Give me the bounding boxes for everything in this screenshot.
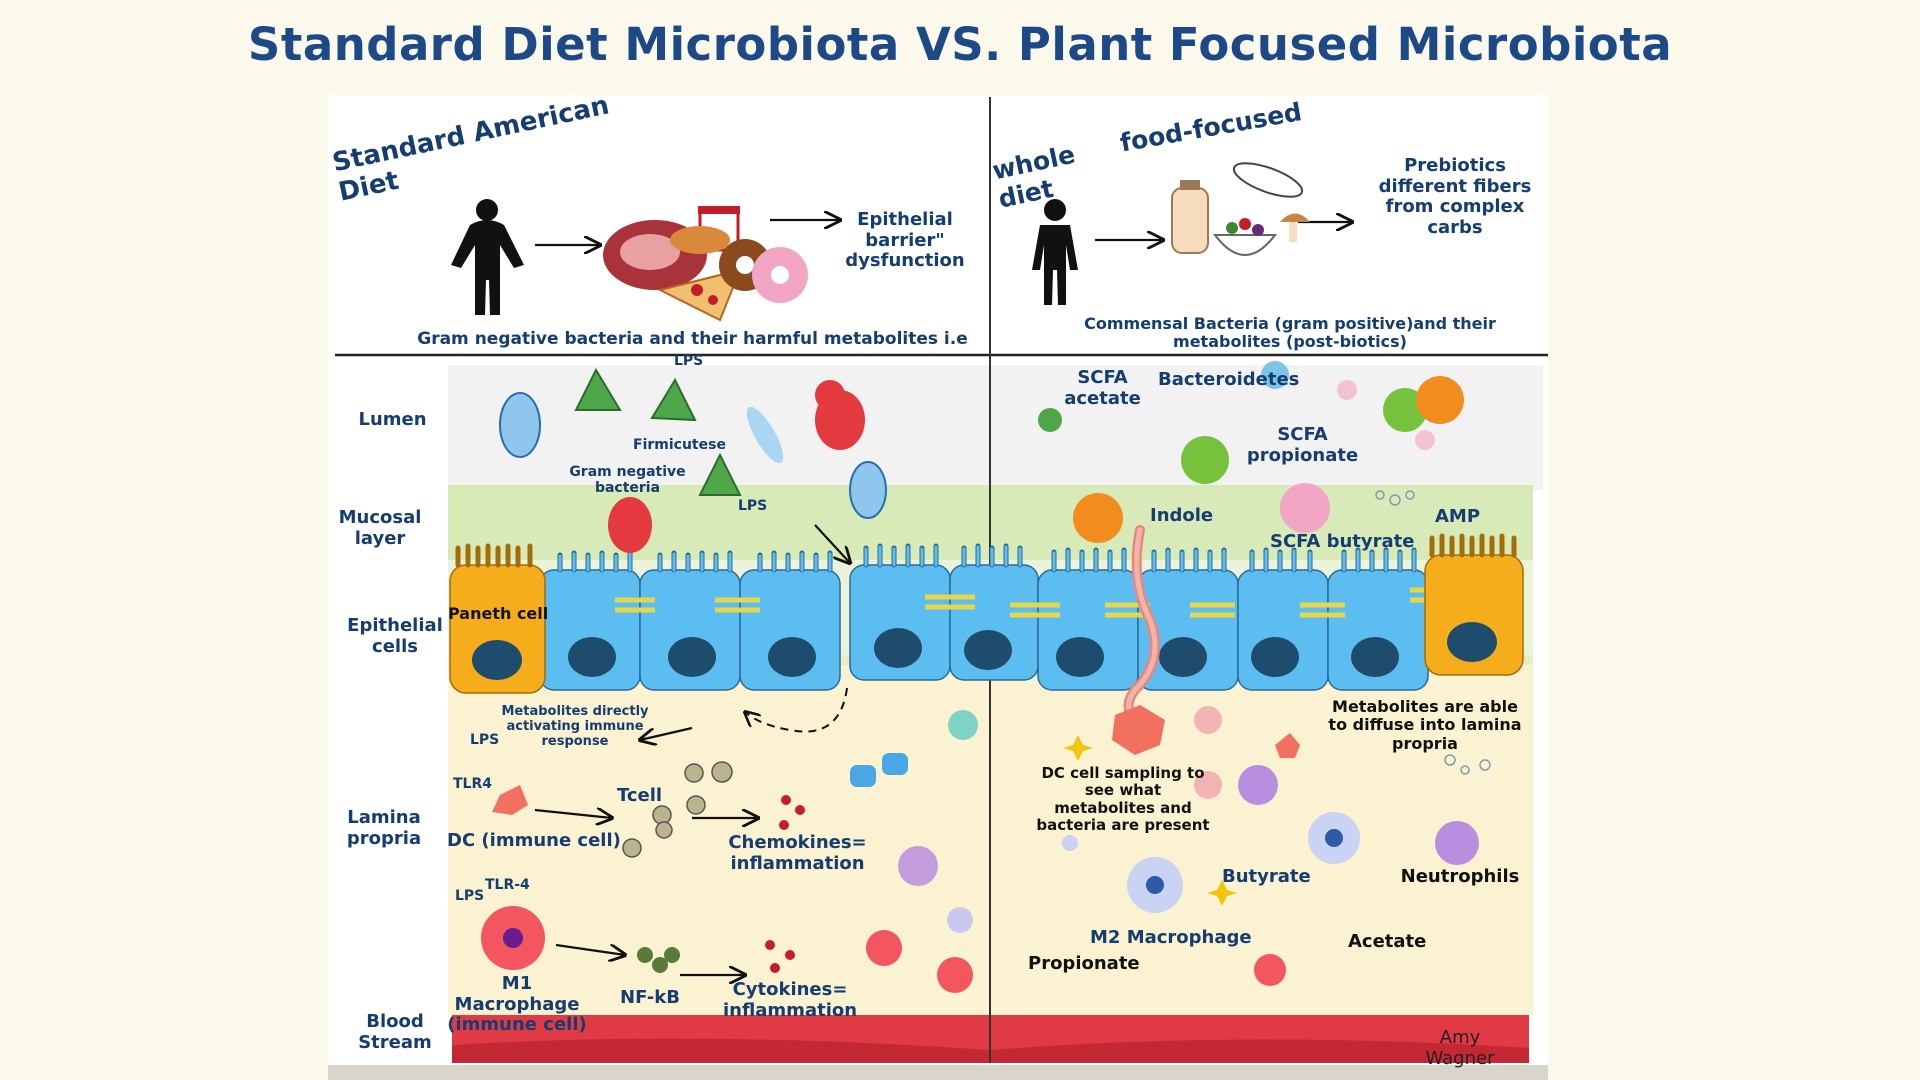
chemokines-label: Chemokines= inflammation [728, 832, 867, 874]
firmicutes-label: Firmicutese [633, 437, 726, 453]
amp-label: AMP [1435, 506, 1481, 527]
paneth-cell-label: Paneth cell [448, 604, 549, 623]
metabolites-diffuse-label: Metabolites are able to diffuse into lam… [1328, 697, 1522, 753]
bacteroidetes-label: Bacteroidetes [1158, 369, 1300, 390]
m1-macrophage-left [481, 906, 545, 970]
propionate-label: Propionate [1028, 953, 1140, 974]
lps-lamina-label: LPS [470, 732, 500, 748]
lamina-propria-label: Lamina propria [346, 807, 422, 849]
metabolite-bubbles [1375, 490, 1491, 775]
commensal-bacteria-right [1038, 361, 1464, 543]
paneth-cell-left [449, 543, 546, 694]
metabolites-activating-label: Metabolites directly activating immune r… [501, 704, 649, 749]
dc-immune-cell-label: DC (immune cell) [447, 830, 621, 851]
tcells-left [622, 761, 733, 858]
dc-immune-cell-left [492, 785, 528, 815]
gram-negative-label: Gram negative bacteria [569, 464, 686, 497]
prebiotics-label: Prebiotics different fibers from complex… [1378, 155, 1532, 239]
scfa-propionate-label: SCFA propionate [1246, 424, 1359, 466]
paneth-cell-right [1424, 533, 1524, 676]
page-title: Standard Diet Microbiota VS. Plant Focus… [247, 18, 1673, 71]
nfkb-label: NF-kB [620, 987, 680, 1008]
epithelial-barrier-dysfunction: Epithelial barrier" dysfunction [845, 209, 965, 272]
lamina-cells-left [850, 710, 978, 993]
scfa-butyrate-label: SCFA butyrate [1270, 531, 1415, 552]
lumen-region [448, 365, 1543, 490]
butyrate-label: Butyrate [1222, 866, 1311, 887]
tlr4-label: TLR4 [453, 776, 492, 792]
commensal-caption: Commensal Bacteria (gram positive)and th… [1084, 314, 1496, 352]
lamina-cells-right [1062, 706, 1479, 986]
lamina-arrows [534, 524, 850, 975]
blood-stream-label: Blood Stream [358, 1011, 432, 1053]
chemokine-stars [765, 795, 805, 973]
dc-sampling-label: DC cell sampling to see what metabolites… [1036, 764, 1210, 834]
whole-food-icon [1171, 162, 1310, 256]
cell-nuclei [568, 628, 1399, 677]
scfa-acetate-label: SCFA acetate [1064, 367, 1141, 409]
person-right [1032, 199, 1078, 305]
lps-macrophage-label: LPS [455, 888, 485, 904]
sparkles [1063, 735, 1237, 906]
cytokines-label: Cytokines= inflammation [722, 979, 858, 1021]
m2-macrophage-label: M2 Macrophage [1090, 927, 1252, 948]
junk-food-icon [603, 206, 808, 322]
tcell-label: Tcell [617, 785, 663, 806]
author-signature: Amy Wagner [1425, 1027, 1495, 1069]
lps-caption: LPS [674, 353, 704, 369]
m1-macrophage-label: M1 Macrophage (immune cell) [447, 973, 587, 1036]
tlr-4-label: TLR-4 [485, 877, 530, 893]
lps-mucosa-label: LPS [738, 498, 768, 514]
gram-negative-bacteria-left [499, 367, 887, 553]
lumen-label: Lumen [358, 409, 427, 430]
gram-negative-caption: Gram negative bacteria and their harmful… [417, 329, 968, 349]
acetate-label: Acetate [1348, 931, 1427, 952]
nfkb-complex [637, 947, 680, 973]
epithelial-cells-label: Epithelial cells [347, 615, 443, 657]
mucosal-layer-label: Mucosal layer [338, 507, 422, 549]
indole-label: Indole [1150, 505, 1214, 526]
person-left [451, 199, 524, 315]
neutrophils-label: Neutrophils [1400, 866, 1520, 887]
